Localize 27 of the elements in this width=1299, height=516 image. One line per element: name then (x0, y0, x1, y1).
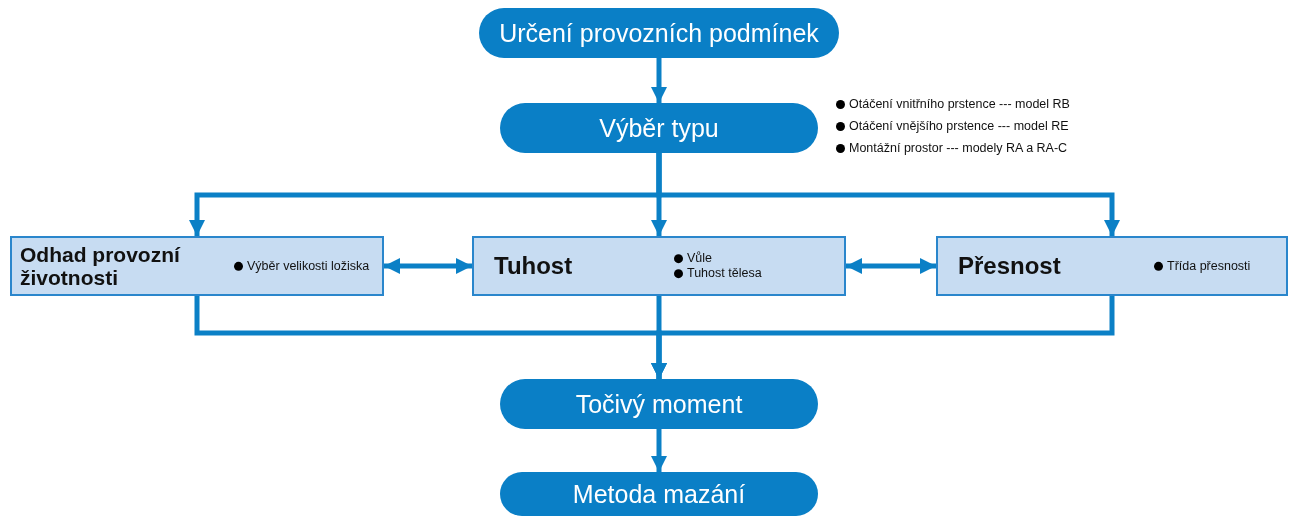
process-pill (500, 379, 818, 429)
box-heading: Přesnost (957, 252, 1062, 280)
criterion-box (472, 236, 846, 296)
process-pill (500, 472, 818, 516)
criterion-box (10, 236, 384, 296)
bullet-text: Otáčení vnitřního prstence --- model RB (849, 97, 1070, 112)
bullet-text: Třída přesnosti (1167, 258, 1251, 274)
arrow (384, 258, 472, 274)
process-pill (500, 103, 818, 153)
step-label: Výběr typu (599, 115, 719, 141)
box-heading: Odhad provozní životnosti (20, 242, 182, 290)
arrow (651, 429, 667, 472)
step-label: Točivý moment (575, 391, 743, 417)
arrow (656, 153, 1120, 236)
bullet-text: Výběr velikosti ložiska (247, 258, 370, 274)
arrow (651, 296, 1115, 379)
step-label: Určení provozních podmínek (499, 20, 819, 46)
bullet-text: Montážní prostor --- modely RA a RA-C (849, 141, 1068, 156)
process-pill (479, 8, 839, 58)
box-heading: Tuhost (493, 252, 574, 280)
arrow (651, 58, 667, 103)
step-label: Metoda mazání (572, 481, 746, 507)
criterion-box (936, 236, 1288, 296)
arrow (846, 258, 936, 274)
bullet-text: Vůle (687, 251, 713, 266)
bullet-text: Otáčení vnějšího prstence --- model RE (849, 119, 1069, 134)
bullet-text: Tuhost tělesa (687, 266, 762, 281)
